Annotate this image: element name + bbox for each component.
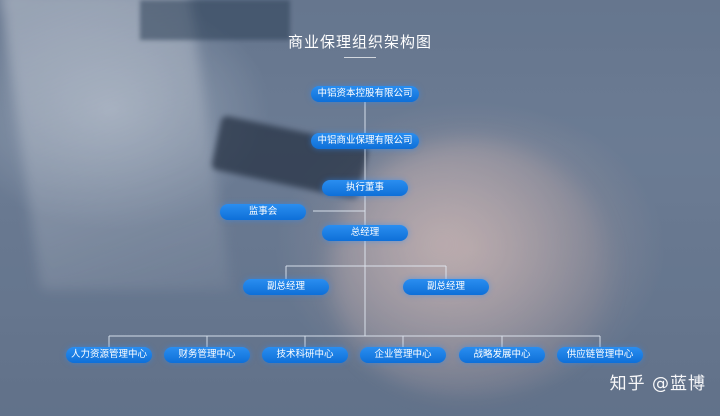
node-department: 财务管理中心 <box>164 347 250 363</box>
node-department: 人力资源管理中心 <box>66 347 152 363</box>
node-department: 企业管理中心 <box>360 347 446 363</box>
node-general-manager: 总经理 <box>322 225 408 241</box>
node-department: 供应链管理中心 <box>557 347 643 363</box>
chart-title: 商业保理组织架构图 <box>287 33 432 51</box>
node-deputy-gm-left: 副总经理 <box>243 279 329 295</box>
node-deputy-gm-right: 副总经理 <box>403 279 489 295</box>
node-factoring-company: 中铝商业保理有限公司 <box>311 133 419 149</box>
node-supervisory-board: 监事会 <box>220 204 306 220</box>
node-department: 战略发展中心 <box>459 347 545 363</box>
atm-screen <box>140 0 290 40</box>
title-underline <box>344 57 376 58</box>
node-executive-director: 执行董事 <box>322 180 408 196</box>
node-parent-company: 中铝资本控股有限公司 <box>311 86 419 102</box>
watermark: 知乎 @蓝博 <box>609 374 706 394</box>
node-department: 技术科研中心 <box>262 347 348 363</box>
